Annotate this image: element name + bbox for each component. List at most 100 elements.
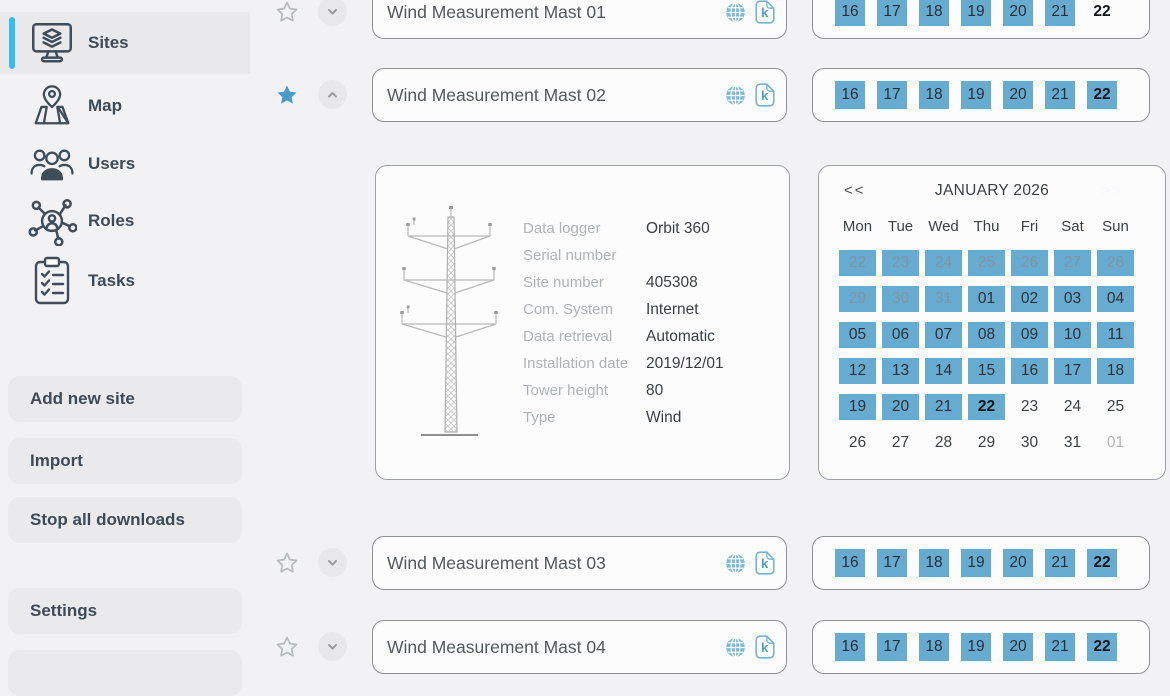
calendar-day-cell[interactable]: 09 [1011,322,1048,348]
calendar-day-cell[interactable]: 01 [968,286,1005,312]
date-cell[interactable]: 20 [1003,81,1033,109]
calendar-day-cell[interactable]: 27 [1054,250,1091,276]
mast-card[interactable]: Wind Measurement Mast 01 [372,0,787,39]
calendar-day-cell[interactable]: 13 [882,358,919,384]
calendar-day-cell[interactable]: 15 [968,358,1005,384]
globe-icon[interactable] [724,84,747,107]
globe-icon[interactable] [724,552,747,575]
date-cell[interactable]: 18 [919,549,949,577]
calendar-day-cell[interactable]: 19 [839,394,876,420]
calendar-day-cell[interactable]: 07 [925,322,962,348]
date-cell[interactable]: 19 [961,549,991,577]
date-cell[interactable]: 19 [961,0,991,26]
date-cell[interactable]: 22 [1087,633,1117,661]
date-cell[interactable]: 22 [1087,81,1117,109]
date-cell[interactable]: 19 [961,81,991,109]
calendar-day-cell[interactable]: 12 [839,358,876,384]
calendar-day-cell[interactable]: 27 [891,434,910,451]
calendar-day-cell[interactable]: 24 [1063,398,1082,415]
date-cell[interactable]: 21 [1045,633,1075,661]
sidebar-item-sites[interactable]: Sites [0,12,250,74]
calendar-day-cell[interactable]: 22 [968,394,1005,420]
favorite-star-icon[interactable] [275,635,299,659]
calendar-day-cell[interactable]: 25 [968,250,1005,276]
date-cell[interactable]: 21 [1045,0,1075,26]
date-cell[interactable]: 19 [961,633,991,661]
calendar-day-cell[interactable]: 29 [839,286,876,312]
calendar-day-cell[interactable]: 30 [882,286,919,312]
expand-chevron-button[interactable] [318,80,347,109]
calendar-day-cell[interactable]: 17 [1054,358,1091,384]
calendar-day-cell[interactable]: 26 [1011,250,1048,276]
calendar-day-cell[interactable]: 01 [1106,434,1125,451]
date-cell[interactable]: 16 [835,633,865,661]
calendar-day-cell[interactable]: 31 [1063,434,1082,451]
calendar-day-cell[interactable]: 25 [1106,398,1125,415]
calendar-day-cell[interactable]: 28 [934,434,953,451]
calendar-day-cell[interactable]: 04 [1097,286,1134,312]
calendar-day-cell[interactable]: 18 [1097,358,1134,384]
sidebar-item-users[interactable]: Users [0,140,250,188]
calendar-day-cell[interactable]: 02 [1011,286,1048,312]
date-cell[interactable]: 20 [1003,633,1033,661]
k-file-icon[interactable]: k [755,551,775,575]
date-cell[interactable]: 18 [919,81,949,109]
date-cell[interactable]: 16 [835,0,865,26]
date-cell[interactable]: 22 [1093,3,1111,20]
calendar-day-cell[interactable]: 06 [882,322,919,348]
calendar-day-cell[interactable]: 14 [925,358,962,384]
date-cell[interactable]: 22 [1087,549,1117,577]
add-new-site-button[interactable]: Add new site [8,376,242,422]
k-file-icon[interactable]: k [755,83,775,107]
date-cell[interactable]: 16 [835,81,865,109]
expand-chevron-button[interactable] [318,632,347,661]
globe-icon[interactable] [724,1,747,24]
calendar-day-cell[interactable]: 30 [1020,434,1039,451]
date-cell[interactable]: 21 [1045,549,1075,577]
expand-chevron-button[interactable] [318,548,347,577]
stop-all-downloads-button[interactable]: Stop all downloads [8,497,242,543]
calendar-day-cell[interactable]: 23 [882,250,919,276]
date-cell[interactable]: 21 [1045,81,1075,109]
calendar-prev-button[interactable]: << [844,182,866,199]
calendar-day-cell[interactable]: 10 [1054,322,1091,348]
calendar-day-cell[interactable]: 26 [848,434,867,451]
expand-chevron-button[interactable] [318,0,347,26]
calendar-day-cell[interactable]: 21 [925,394,962,420]
calendar-day-cell[interactable]: 05 [839,322,876,348]
calendar-next-button[interactable]: >> [1101,182,1123,199]
date-cell[interactable]: 20 [1003,0,1033,26]
calendar-day-cell[interactable]: 24 [925,250,962,276]
sidebar-item-map[interactable]: Map [0,78,250,134]
k-file-icon[interactable]: k [755,635,775,659]
mast-card[interactable]: Wind Measurement Mast 03 [372,536,787,590]
date-cell[interactable]: 17 [877,633,907,661]
mast-card[interactable]: Wind Measurement Mast 04 [372,620,787,674]
sidebar-item-roles[interactable]: Roles [0,192,250,250]
globe-icon[interactable] [724,636,747,659]
date-cell[interactable]: 17 [877,81,907,109]
date-cell[interactable]: 17 [877,549,907,577]
sidebar-item-tasks[interactable]: Tasks [0,252,250,310]
settings-button[interactable]: Settings [8,588,242,634]
calendar-day-cell[interactable]: 22 [839,250,876,276]
date-cell[interactable]: 18 [919,633,949,661]
favorite-star-icon[interactable] [275,551,299,575]
calendar-day-cell[interactable]: 03 [1054,286,1091,312]
calendar-day-cell[interactable]: 08 [968,322,1005,348]
date-cell[interactable]: 18 [919,0,949,26]
k-file-icon[interactable]: k [755,0,775,24]
mast-card[interactable]: Wind Measurement Mast 02 [372,68,787,122]
date-cell[interactable]: 17 [877,0,907,26]
calendar-day-cell[interactable]: 11 [1097,322,1134,348]
calendar-day-cell[interactable]: 28 [1097,250,1134,276]
calendar-day-cell[interactable]: 31 [925,286,962,312]
import-button[interactable]: Import [8,438,242,484]
calendar-day-cell[interactable]: 20 [882,394,919,420]
calendar-day-cell[interactable]: 29 [977,434,996,451]
favorite-star-icon[interactable] [275,83,299,107]
date-cell[interactable]: 16 [835,549,865,577]
favorite-star-icon[interactable] [275,0,299,24]
calendar-day-cell[interactable]: 23 [1020,398,1039,415]
calendar-day-cell[interactable]: 16 [1011,358,1048,384]
